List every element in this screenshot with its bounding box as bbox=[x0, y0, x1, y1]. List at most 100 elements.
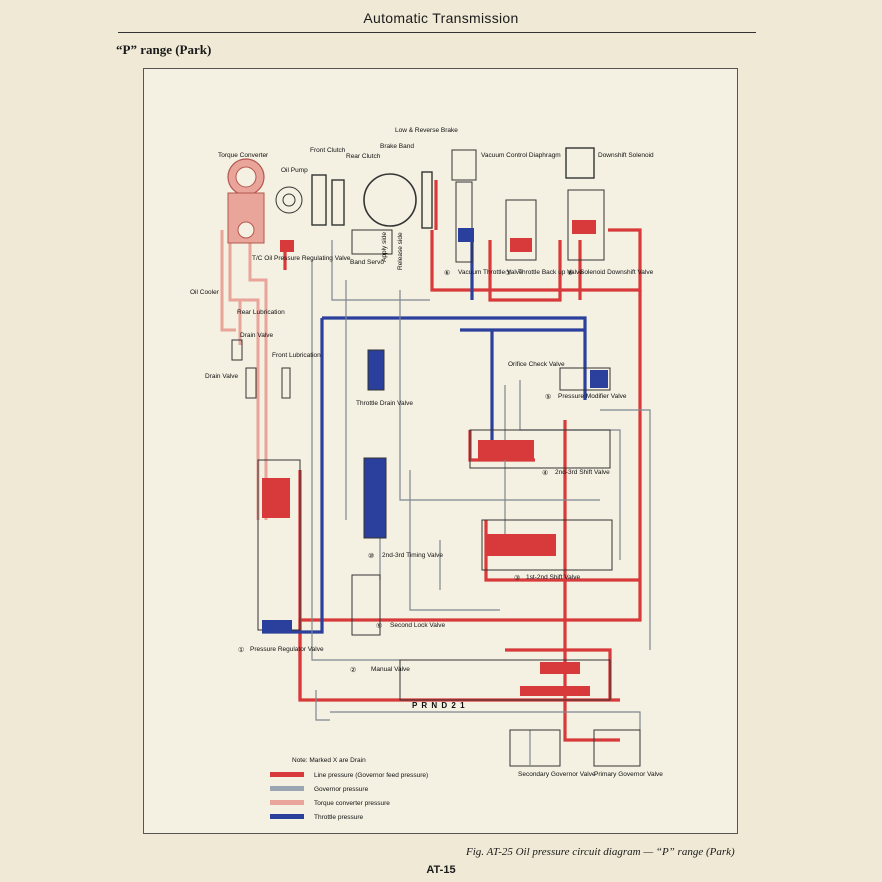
valve-number-4: ④ bbox=[542, 469, 548, 477]
legend-swatch-line-pressure bbox=[270, 772, 304, 777]
label-apply-side: Apply side bbox=[381, 232, 388, 262]
valve-number-10: ⑩ bbox=[368, 552, 374, 560]
label-low-reverse-brake: Low & Reverse Brake bbox=[395, 127, 458, 134]
page-number: AT-15 bbox=[426, 864, 456, 876]
pipe-governor bbox=[399, 290, 600, 501]
brake-band-drum bbox=[363, 173, 417, 227]
label-throttle-drain-valve: Throttle Drain Valve bbox=[356, 400, 413, 407]
legend-swatch-tc-pressure bbox=[270, 800, 304, 805]
label-torque-converter: Torque Converter bbox=[218, 152, 269, 159]
label-rear-clutch: Rear Clutch bbox=[346, 153, 381, 160]
pipe-governor bbox=[600, 409, 651, 650]
figure-caption: Fig. AT-25 Oil pressure circuit diagram … bbox=[466, 846, 735, 858]
pipe-line bbox=[563, 420, 620, 742]
valve-number-9: ⑨ bbox=[376, 622, 382, 630]
shift-2-3-valve-spool bbox=[478, 440, 534, 460]
valve-number-5: ⑤ bbox=[545, 393, 551, 401]
torque-converter-core bbox=[235, 166, 257, 188]
second-lock-valve bbox=[351, 574, 381, 636]
legend-swatch-governor-pressure bbox=[270, 786, 304, 791]
torque-converter-lower-core bbox=[237, 221, 255, 239]
solenoid-downshift-valve-body bbox=[567, 189, 605, 261]
valve-number-1: ① bbox=[238, 646, 244, 654]
oil-pump-outer bbox=[275, 186, 303, 214]
pipe-line bbox=[298, 290, 642, 702]
oil-pump-inner bbox=[282, 193, 296, 207]
legend-label-tc-pressure: Torque converter pressure bbox=[314, 800, 390, 807]
rear-clutch bbox=[331, 179, 345, 226]
label-drain-valve-2: Drain Valve bbox=[205, 373, 239, 380]
label-pressure-regulator-valve: Pressure Regulator Valve bbox=[250, 646, 324, 653]
manual-valve-spool bbox=[540, 662, 580, 674]
page-header-title: Automatic Transmission bbox=[363, 10, 519, 26]
solenoid-downshift-valve-spool bbox=[572, 220, 596, 234]
shift-1-2-valve-spool bbox=[486, 534, 556, 556]
label-brake-band: Brake Band bbox=[380, 143, 414, 150]
front-clutch bbox=[311, 174, 327, 226]
pipe-governor bbox=[330, 711, 641, 730]
legend-swatch-throttle-pressure bbox=[270, 814, 304, 819]
drain-valve-rear bbox=[231, 339, 243, 361]
oil-pump-outlet bbox=[280, 240, 294, 252]
valve-number-3: ③ bbox=[514, 574, 520, 582]
label-release-side: Release side bbox=[397, 232, 404, 270]
label-vacuum-diaphragm: Vacuum Control Diaphragm bbox=[481, 152, 561, 159]
legend-label-throttle-pressure: Throttle pressure bbox=[314, 814, 364, 821]
band-servo bbox=[351, 229, 393, 255]
valve-number-2: ② bbox=[350, 666, 356, 674]
label-vacuum-throttle-valve: Vacuum Throttle Valve bbox=[458, 269, 523, 276]
valve-number-8: ⑧ bbox=[567, 269, 573, 277]
line-pressure-pipes bbox=[283, 180, 642, 742]
label-2-3-timing-valve: 2nd-3rd Timing Valve bbox=[382, 552, 443, 559]
pipe-governor bbox=[311, 260, 400, 661]
legend-label-governor-pressure: Governor pressure bbox=[314, 786, 369, 793]
label-secondary-governor-valve: Secondary Governor Valve bbox=[518, 771, 596, 778]
shift-1-2-valve-body bbox=[481, 519, 613, 571]
label-solenoid-downshift-valve: Solenoid Downshift Valve bbox=[580, 269, 654, 276]
label-primary-governor-valve: Primary Governor Valve bbox=[594, 771, 663, 778]
label-downshift-solenoid: Downshift Solenoid bbox=[598, 152, 654, 159]
header-rule bbox=[118, 32, 756, 33]
label-front-clutch: Front Clutch bbox=[310, 147, 346, 154]
valve-number-6: ⑥ bbox=[444, 269, 450, 277]
pipe-governor bbox=[409, 470, 500, 611]
throttle-backup-valve-body bbox=[505, 199, 537, 261]
label-orifice-check-valve: Orifice Check Valve bbox=[508, 361, 565, 368]
section-title: “P” range (Park) bbox=[116, 42, 212, 57]
vacuum-control-diaphragm bbox=[451, 149, 477, 181]
torque-converter bbox=[227, 158, 265, 244]
legend-note: Note: Marked X are Drain bbox=[292, 757, 366, 764]
primary-governor-valve bbox=[593, 729, 641, 767]
label-rear-lubrication: Rear Lubrication bbox=[237, 309, 285, 316]
pressure-regulator-plug bbox=[262, 620, 292, 632]
pressure-modifier-valve bbox=[559, 367, 611, 391]
label-1-2-shift-valve: 1st-2nd Shift Valve bbox=[526, 574, 580, 581]
manual-valve-spool-2 bbox=[520, 686, 590, 696]
drain-valve-front bbox=[245, 367, 257, 399]
label-oil-cooler: Oil Cooler bbox=[190, 289, 220, 296]
pipe-throttle bbox=[262, 318, 324, 634]
pipe-governor bbox=[315, 690, 330, 721]
label-front-lubrication: Front Lubrication bbox=[272, 352, 321, 359]
low-reverse-brake bbox=[421, 171, 433, 229]
label-band-servo: Band Servo bbox=[350, 259, 384, 266]
torque-converter-pressure-pipes bbox=[220, 195, 268, 520]
label-second-lock-valve: Second Lock Valve bbox=[390, 622, 446, 629]
governor-pressure-pipes bbox=[311, 240, 651, 765]
label-throttle-backup-valve: Throttle Back up Valve bbox=[518, 269, 583, 276]
pipe-tc bbox=[228, 195, 260, 520]
timing-2-3-valve bbox=[363, 457, 387, 539]
legend: Note: Marked X are Drain Line pressure (… bbox=[270, 757, 428, 821]
throttle-drain-valve bbox=[367, 349, 385, 391]
throttle-backup-valve-spool bbox=[510, 238, 532, 252]
pipe-line bbox=[488, 240, 562, 302]
front-lubrication-port bbox=[281, 367, 291, 399]
pressure-modifier-spool bbox=[590, 370, 608, 388]
vacuum-throttle-valve-spool bbox=[458, 228, 474, 242]
label-selector-positions: P R N D 2 1 bbox=[412, 701, 466, 710]
label-oil-pump: Oil Pump bbox=[281, 167, 308, 174]
secondary-governor-valve bbox=[509, 729, 561, 767]
oil-pump bbox=[275, 186, 303, 252]
shift-2-3-valve-body bbox=[469, 429, 611, 469]
